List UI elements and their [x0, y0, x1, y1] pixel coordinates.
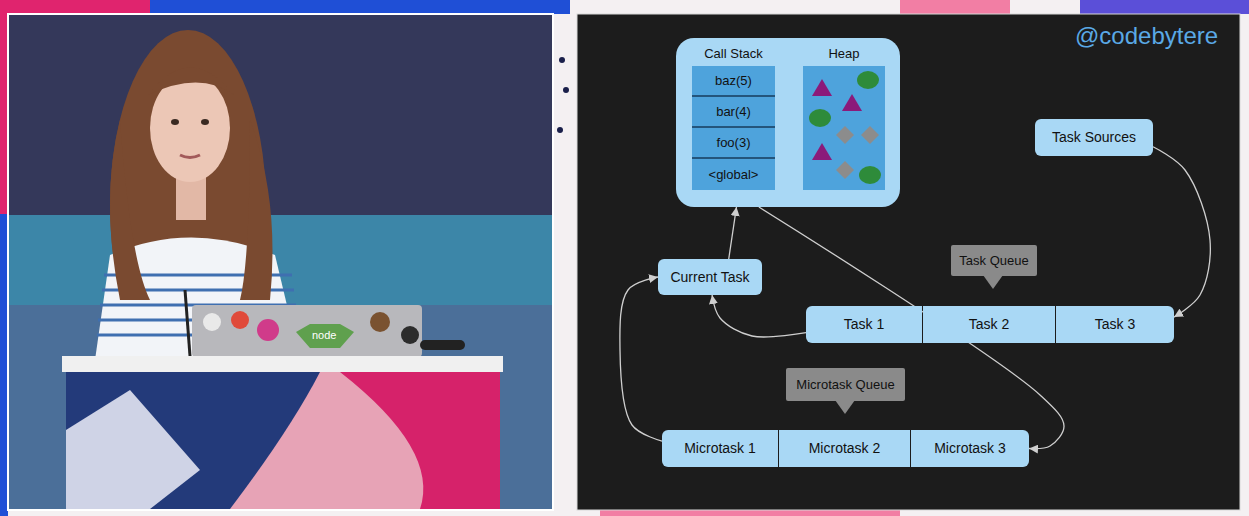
- sticker: [401, 326, 419, 344]
- box-label: Task 3: [1095, 316, 1135, 333]
- gap-ground: [553, 14, 577, 510]
- flow-arrow: [729, 207, 737, 259]
- dot: [559, 57, 565, 63]
- microtask-cell: Microtask 1: [662, 430, 778, 467]
- sticker: [370, 312, 390, 332]
- photo-frame: [8, 14, 553, 510]
- clicker: [420, 340, 465, 350]
- sticker: [257, 319, 279, 341]
- podium-shape: [66, 390, 200, 509]
- task-cell: Task 3: [1056, 306, 1174, 343]
- queue-callout: Task Queue: [951, 245, 1037, 276]
- stack-frame: <global>: [692, 159, 775, 190]
- mouth: [180, 155, 200, 158]
- callout-pointer: [835, 400, 855, 414]
- heap-object: [809, 109, 831, 127]
- author-handle: @codebytere: [1075, 22, 1218, 51]
- panel-heading: Heap: [803, 46, 885, 62]
- source-box: Task Sources: [1035, 119, 1153, 156]
- queue-callout: Microtask Queue: [786, 368, 905, 401]
- dot: [557, 127, 563, 133]
- box-label: Microtask 2: [809, 440, 881, 457]
- heap-object: [857, 71, 879, 89]
- heap-object: [812, 79, 832, 96]
- heap-object: [812, 143, 832, 160]
- face: [150, 74, 230, 182]
- pink-band: [600, 510, 900, 516]
- box-label: Task Sources: [1052, 129, 1136, 146]
- podium-front: [66, 372, 500, 509]
- stack-frame: bar(4): [692, 97, 775, 128]
- microtask-cell: Microtask 2: [779, 430, 910, 467]
- sticker-text: node: [312, 329, 336, 342]
- panel-heading: Call Stack: [692, 46, 775, 62]
- sticker: [231, 311, 249, 329]
- heap-panel: [803, 66, 885, 190]
- box-label: Current Task: [670, 269, 749, 286]
- hair-lock: [240, 120, 273, 300]
- heap-object: [842, 94, 862, 111]
- task-cell: Task 1: [806, 306, 922, 343]
- box-label: bar(4): [716, 104, 751, 120]
- box-label: Microtask Queue: [796, 377, 894, 393]
- pink-band: [0, 0, 150, 14]
- podium-shape: [340, 372, 500, 509]
- box-label: <global>: [709, 167, 759, 183]
- stack-frame: baz(5): [692, 66, 775, 97]
- box-label: Task 1: [844, 316, 884, 333]
- microtask-cell: Microtask 3: [911, 430, 1029, 467]
- node-sticker: [296, 324, 354, 348]
- slide-panel: [577, 14, 1240, 510]
- flow-arrow: [1153, 147, 1210, 317]
- blue-band: [150, 0, 570, 14]
- box-label: Microtask 1: [684, 440, 756, 457]
- heap-object: [836, 126, 854, 144]
- eye: [171, 119, 179, 125]
- blue-band: [0, 214, 8, 516]
- hair-lock: [110, 120, 150, 300]
- dot: [563, 87, 569, 93]
- current-task-box: Current Task: [658, 259, 762, 295]
- runtime-box: Call Stack Heap baz(5) bar(4) foo(3) <global>: [676, 38, 900, 207]
- stack-frame: foo(3): [692, 128, 775, 159]
- laptop: [192, 305, 422, 357]
- box-label: foo(3): [717, 135, 751, 151]
- purple-band: [1080, 0, 1249, 14]
- box-label: Task Queue: [959, 253, 1028, 269]
- box-label: baz(5): [715, 73, 752, 89]
- callout-pointer: [983, 275, 1003, 289]
- stage-back: [9, 305, 552, 509]
- task-cell: Task 2: [923, 306, 1055, 343]
- podium-shape: [66, 372, 320, 509]
- pink-band: [0, 14, 8, 214]
- heap-object: [859, 166, 881, 184]
- podium-top: [62, 356, 503, 372]
- box-label: Task 2: [969, 316, 1009, 333]
- fringe: [148, 68, 234, 96]
- pink-band: [900, 0, 1010, 14]
- box-label: Microtask 3: [934, 440, 1006, 457]
- heap-object: [861, 126, 879, 144]
- flow-arrow: [620, 277, 662, 441]
- stage-screen-band: [9, 215, 552, 305]
- heap-object: [836, 161, 854, 179]
- sticker: [203, 313, 221, 331]
- mic-cable: [185, 290, 190, 356]
- flow-arrow: [712, 295, 806, 337]
- eye: [201, 119, 209, 125]
- flow-arrow: [759, 207, 1064, 449]
